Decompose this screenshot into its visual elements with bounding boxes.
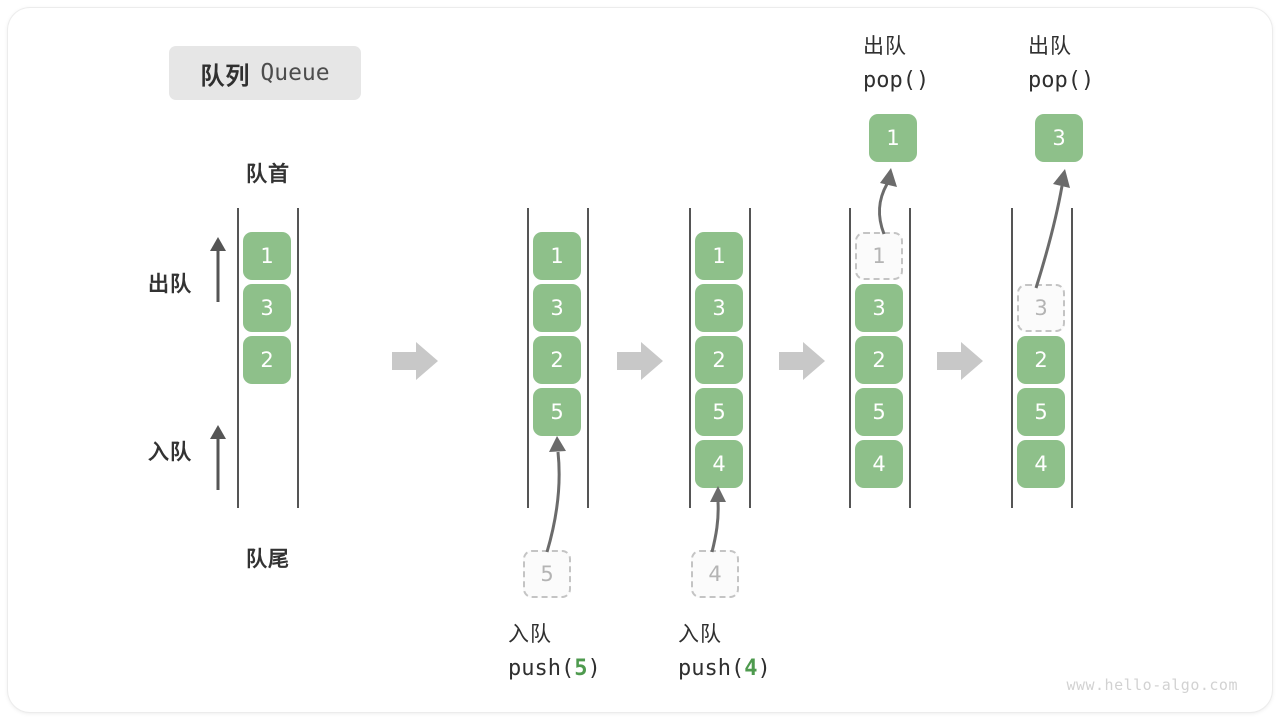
- cell: 2: [533, 336, 581, 384]
- cell: 2: [855, 336, 903, 384]
- rail-right: [1071, 208, 1073, 508]
- pop-3-label-code: pop(): [1028, 68, 1095, 93]
- title-chinese: 队列: [200, 62, 251, 90]
- cell: 2: [1017, 336, 1065, 384]
- step-arrow-icon: [937, 342, 983, 380]
- popped-cell: 1: [869, 114, 917, 162]
- cell: 3: [533, 284, 581, 332]
- pop-3-label-cn: 出队: [1028, 35, 1072, 58]
- push-5-label-cn: 入队: [508, 623, 552, 646]
- dequeue-direction-arrow-icon: [210, 237, 226, 302]
- enqueue-direction-label: 入队: [148, 441, 192, 464]
- popped-ghost-cell: 3: [1017, 284, 1065, 332]
- cell: 1: [243, 232, 291, 280]
- cell: 1: [695, 232, 743, 280]
- rail-right: [587, 208, 589, 508]
- rail-left: [849, 208, 851, 508]
- rail-right: [297, 208, 299, 508]
- cell: 2: [695, 336, 743, 384]
- rail-left: [527, 208, 529, 508]
- dequeue-direction-label: 出队: [148, 273, 192, 296]
- queue-head-label: 队首: [246, 163, 290, 186]
- push-4-label-cn: 入队: [678, 623, 722, 646]
- step-arrow-icon: [392, 342, 438, 380]
- diagram-title-chip: 队列 Queue: [169, 46, 361, 100]
- push-4-label: 入队 push(4): [678, 618, 771, 686]
- rail-right: [909, 208, 911, 508]
- cell: 1: [533, 232, 581, 280]
- cell: 3: [243, 284, 291, 332]
- rail-left: [689, 208, 691, 508]
- pop-3-label: 出队 pop(): [1028, 30, 1094, 98]
- pop-arrow-icon: [878, 168, 897, 235]
- popped-cell: 3: [1035, 114, 1083, 162]
- cell: 5: [695, 388, 743, 436]
- pop-arrow-icon: [1034, 169, 1070, 289]
- push-arrow-icon: [710, 486, 726, 553]
- pop-1-label-code: pop(): [863, 68, 930, 93]
- enqueue-direction-arrow-icon: [210, 425, 226, 490]
- rail-left: [1011, 208, 1013, 508]
- push-5-label: 入队 push(5): [508, 618, 601, 686]
- pending-push-cell: 4: [691, 550, 739, 598]
- rail-left: [237, 208, 239, 508]
- pending-push-cell: 5: [523, 550, 571, 598]
- push-4-label-code: push(4): [678, 656, 771, 681]
- queue-tail-label: 队尾: [246, 548, 290, 571]
- cell: 2: [243, 336, 291, 384]
- push-5-label-code: push(5): [508, 656, 601, 681]
- title-english: Queue: [260, 60, 330, 86]
- step-arrow-icon: [617, 342, 663, 380]
- pop-1-label: 出队 pop(): [863, 30, 929, 98]
- cell: 5: [533, 388, 581, 436]
- cell: 5: [855, 388, 903, 436]
- cell: 3: [695, 284, 743, 332]
- cell: 4: [855, 440, 903, 488]
- watermark: www.hello-algo.com: [1066, 676, 1238, 694]
- cell: 4: [695, 440, 743, 488]
- cell: 4: [1017, 440, 1065, 488]
- push-arrow-icon: [545, 436, 566, 553]
- cell: 3: [855, 284, 903, 332]
- pop-1-label-cn: 出队: [863, 35, 907, 58]
- cell: 5: [1017, 388, 1065, 436]
- rail-right: [749, 208, 751, 508]
- step-arrow-icon: [779, 342, 825, 380]
- popped-ghost-cell: 1: [855, 232, 903, 280]
